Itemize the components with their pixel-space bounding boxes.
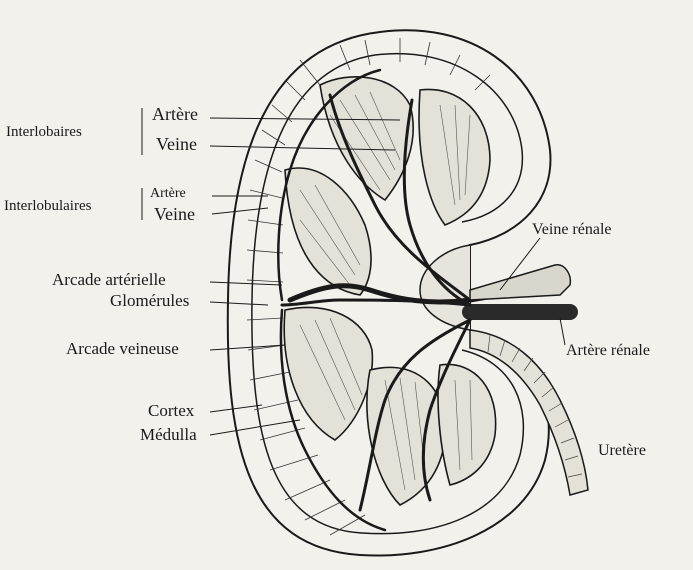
label-uretere: Uretère xyxy=(598,442,646,459)
label-interlobulaires-artere: Artère xyxy=(150,186,186,201)
label-cortex: Cortex xyxy=(148,401,195,420)
label-interlobulaires: Interlobulaires xyxy=(4,198,92,214)
leader-arcade-veineuse xyxy=(210,345,285,350)
label-glomerules: Glomérules xyxy=(110,291,189,310)
label-interlobaires-veine: Veine xyxy=(156,134,197,154)
pyramid-mid-1 xyxy=(285,168,371,295)
label-medulla: Médulla xyxy=(140,425,197,444)
renal-vein xyxy=(470,265,570,300)
label-veine-renale: Veine rénale xyxy=(532,221,612,238)
leader-arcade-arterielle xyxy=(210,282,282,285)
pyramid-upper-2 xyxy=(419,89,490,225)
label-arcade-veineuse: Arcade veineuse xyxy=(66,339,179,358)
pyramid-lower-2 xyxy=(438,364,496,485)
leader-artere-renale xyxy=(560,318,565,345)
label-artere-renale: Artère rénale xyxy=(566,342,650,359)
label-interlobulaires-veine: Veine xyxy=(154,204,195,224)
label-interlobaires-artere: Artère xyxy=(152,104,198,124)
leader-cortex xyxy=(210,405,262,412)
pyramid-lower-1 xyxy=(367,367,445,505)
label-arcade-arterielle: Arcade artérielle xyxy=(52,270,166,289)
leader-glomerules xyxy=(210,302,268,305)
label-interlobaires: Interlobaires xyxy=(6,124,82,140)
